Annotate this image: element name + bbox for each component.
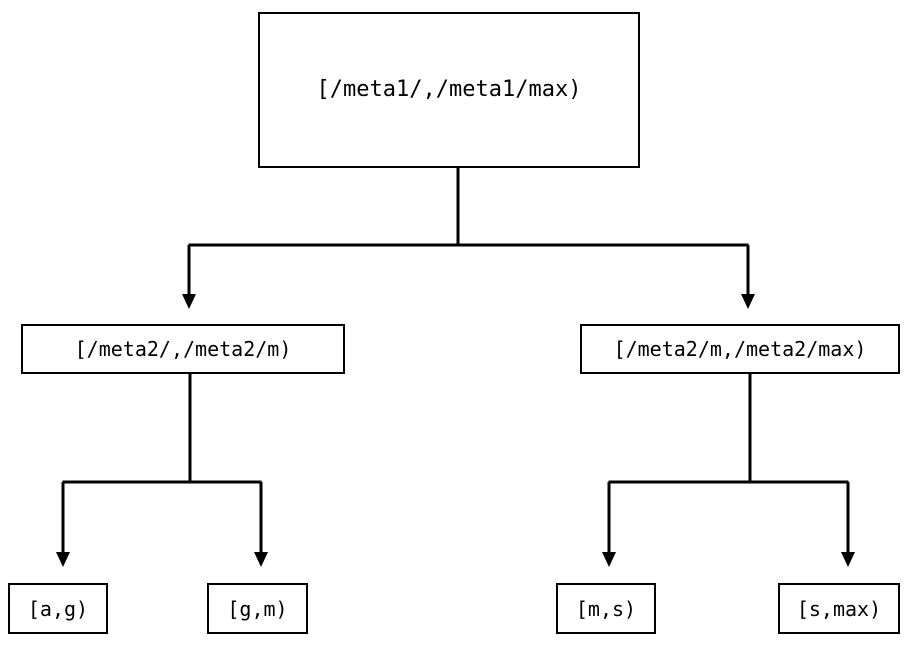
tree-node-leaf-smax[interactable]: [s,max) (778, 583, 900, 634)
tree-node-leaf-smax-label: [s,max) (796, 596, 882, 621)
tree-node-leaf-ag[interactable]: [a,g) (8, 583, 108, 634)
tree-node-leaf-ms-label: [m,s) (575, 596, 637, 621)
arrowhead-icon (56, 552, 70, 567)
arrowhead-icon (254, 552, 268, 567)
tree-node-meta2-high[interactable]: [/meta2/m,/meta2/max) (580, 324, 900, 374)
tree-node-leaf-ms[interactable]: [m,s) (556, 583, 656, 634)
tree-node-leaf-ag-label: [a,g) (27, 596, 89, 621)
arrowhead-icon (841, 552, 855, 567)
arrowhead-icon (602, 552, 616, 567)
edge-meta2low-to-leaves (56, 374, 268, 567)
arrowhead-icon (741, 294, 755, 309)
tree-node-root[interactable]: [/meta1/,/meta1/max) (258, 12, 640, 168)
tree-node-meta2-low-label: [/meta2/,/meta2/m) (74, 337, 292, 361)
tree-node-root-label: [/meta1/,/meta1/max) (316, 77, 582, 102)
edge-root-to-level2 (182, 168, 755, 309)
tree-node-meta2-low[interactable]: [/meta2/,/meta2/m) (21, 324, 345, 374)
arrowhead-icon (182, 294, 196, 309)
tree-node-meta2-high-label: [/meta2/m,/meta2/max) (613, 337, 867, 361)
tree-node-leaf-gm[interactable]: [g,m) (207, 583, 308, 634)
tree-node-leaf-gm-label: [g,m) (227, 596, 288, 621)
edge-meta2high-to-leaves (602, 374, 855, 567)
